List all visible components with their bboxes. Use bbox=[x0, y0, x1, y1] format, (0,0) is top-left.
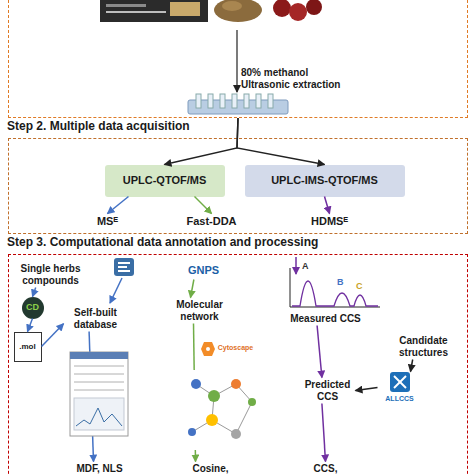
software-logo bbox=[390, 372, 410, 392]
step-text: Candidate structures bbox=[388, 334, 460, 360]
flow-arrow bbox=[165, 118, 239, 165]
flow-arrow bbox=[191, 280, 194, 298]
step-text: Single herbs compounds bbox=[14, 262, 88, 288]
node-text: Fast-DDA bbox=[186, 215, 236, 228]
peak-label: A bbox=[302, 262, 309, 271]
network-graph bbox=[180, 370, 260, 450]
flow-arrow bbox=[195, 197, 212, 214]
flow-arrow bbox=[42, 324, 64, 347]
node-text: CD bbox=[26, 302, 39, 312]
step-text: Measured CCS bbox=[284, 312, 368, 326]
node-text: MSᴱ bbox=[97, 215, 118, 228]
step-text: Molecular network bbox=[170, 298, 230, 324]
flow-arrow bbox=[110, 278, 122, 303]
result-text: MDF, NLS bbox=[70, 462, 130, 474]
step-text: Self-built database bbox=[64, 306, 128, 332]
process-arrow bbox=[236, 30, 237, 92]
flow-arrow bbox=[295, 257, 297, 274]
node-text: Candidate structures bbox=[388, 335, 460, 358]
flow-arrow bbox=[33, 288, 36, 297]
process-box: UPLC-IMS-QTOF/MS bbox=[245, 165, 405, 197]
flow-arrow bbox=[325, 197, 330, 214]
file-icon: .mol bbox=[14, 332, 42, 362]
node-text: Molecular network bbox=[170, 299, 230, 322]
software-logo: Cytoscape bbox=[214, 340, 258, 358]
step-panel: Step 2. Multiple data acquisitionUPLC-QT… bbox=[8, 138, 468, 234]
node-text: Cosine, bbox=[192, 463, 228, 474]
node-text: Step 2. Multiple data acquisition bbox=[7, 120, 190, 134]
software-logo: ALLCCS bbox=[378, 372, 422, 404]
node-text: Self-built database bbox=[64, 307, 128, 330]
step-panel: Step 3. Computational data annotation an… bbox=[8, 254, 468, 474]
software-logo: GNPS bbox=[180, 262, 228, 280]
node-text: Measured CCS bbox=[290, 313, 361, 325]
process-box: UPLC-QTOF/MS bbox=[105, 165, 225, 197]
node-text: GNPS bbox=[188, 264, 219, 277]
result-text: CCS, bbox=[306, 462, 346, 474]
node-text: UPLC-QTOF/MS bbox=[123, 174, 207, 187]
step-text: Predicted CCS bbox=[300, 378, 356, 404]
node-text: Step 3. Computational data annotation an… bbox=[7, 236, 318, 250]
software-logo bbox=[201, 342, 215, 356]
mode-label: MSᴱ bbox=[88, 214, 128, 230]
flow-arrow bbox=[28, 319, 33, 332]
node-text: UPLC-IMS-QTOF/MS bbox=[271, 174, 378, 187]
flow-arrow bbox=[317, 326, 322, 378]
peak-label: C bbox=[356, 282, 363, 291]
flow-arrow bbox=[194, 324, 196, 462]
node-text: Single herbs compounds bbox=[14, 263, 88, 286]
node-text: .mol bbox=[19, 342, 35, 351]
mode-label: HDMSᴱ bbox=[302, 214, 358, 230]
software-icon: CD bbox=[22, 297, 44, 319]
herb-illustration bbox=[100, 0, 322, 22]
flow-arrow bbox=[411, 360, 413, 372]
tube-rack bbox=[188, 94, 288, 114]
result-text: Cosine, bbox=[186, 462, 236, 474]
node-text: MDF, NLS bbox=[76, 463, 122, 474]
software-icon bbox=[114, 258, 134, 276]
node-text: Cytoscape bbox=[218, 344, 253, 352]
flow-arrow bbox=[322, 404, 326, 462]
ccs-chromatogram bbox=[290, 268, 380, 307]
node-text: CCS, bbox=[314, 463, 338, 474]
flow-arrow bbox=[108, 197, 129, 214]
node-text: HDMSᴱ bbox=[311, 215, 348, 228]
flow-arrow bbox=[237, 118, 325, 165]
flow-arrow bbox=[356, 388, 378, 391]
node-text: 80% methanol Ultrasonic extraction bbox=[241, 67, 351, 90]
mode-label: Fast-DDA bbox=[182, 214, 242, 230]
node-text: ALLCCS bbox=[385, 395, 413, 403]
peak-label: B bbox=[337, 278, 344, 287]
flow-arrow bbox=[89, 332, 93, 462]
step-panel: 80% methanol Ultrasonic extraction bbox=[8, 0, 468, 118]
node-text: Predicted CCS bbox=[300, 379, 356, 402]
software-screenshot bbox=[70, 352, 128, 436]
